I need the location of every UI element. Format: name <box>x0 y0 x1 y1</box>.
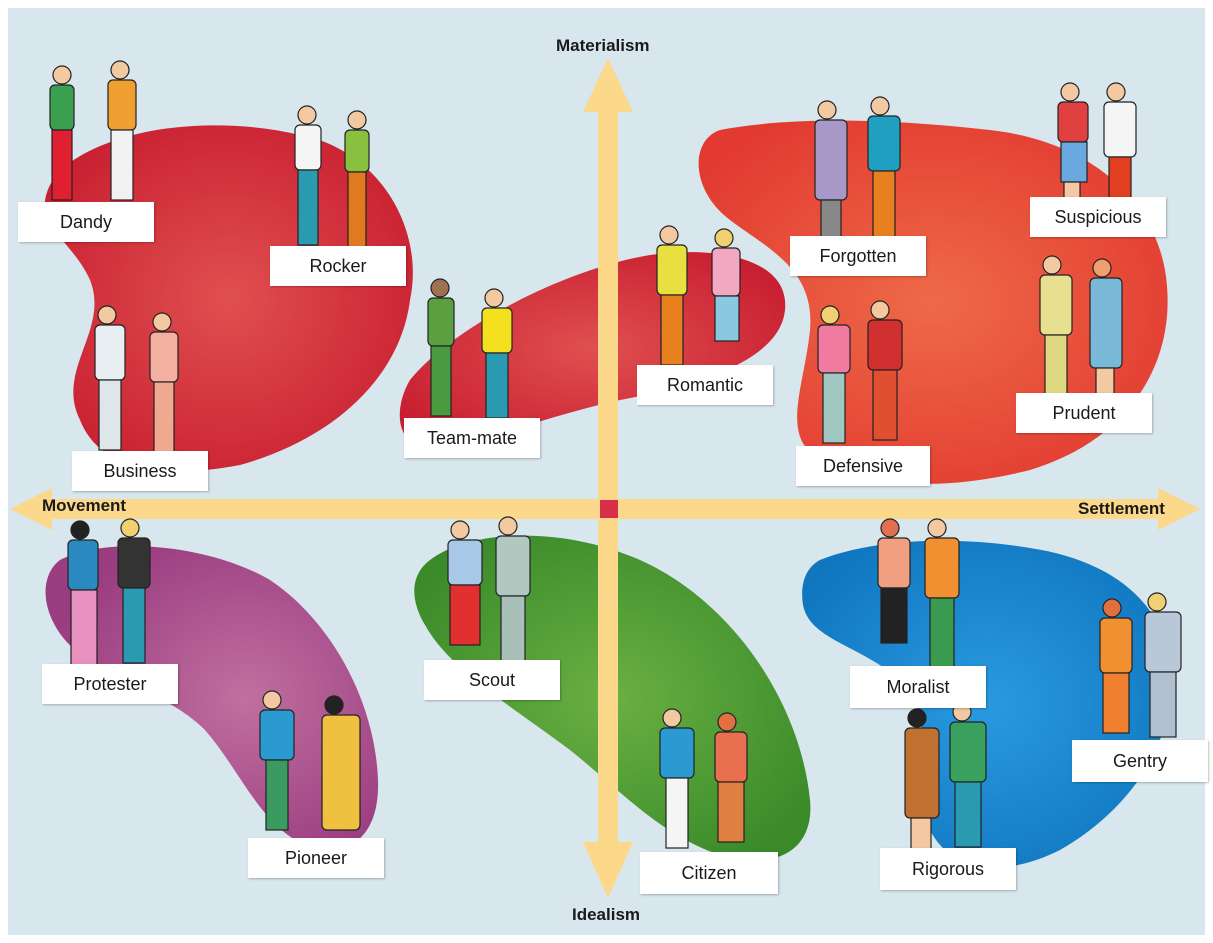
person-figure <box>659 708 695 849</box>
person-figure <box>1144 592 1182 738</box>
axis-label-right: Settlement <box>1078 499 1165 518</box>
left-arrowhead <box>10 488 52 530</box>
person-figure <box>817 305 851 444</box>
type-label: Dandy <box>18 202 154 242</box>
person-figure <box>877 518 911 644</box>
person-figure <box>427 278 455 417</box>
person-figure <box>714 712 748 843</box>
person-figure <box>1099 598 1133 734</box>
person-figure <box>49 65 75 201</box>
person-figure <box>94 305 126 451</box>
type-label: Rocker <box>270 246 406 286</box>
person-figure <box>814 100 848 241</box>
person-figure <box>344 110 370 248</box>
type-label: Moralist <box>850 666 986 708</box>
person-figure <box>294 105 322 246</box>
type-label: Prudent <box>1016 393 1152 433</box>
person-figure <box>711 228 741 342</box>
person-figure <box>949 702 987 848</box>
type-label: Citizen <box>640 852 778 894</box>
axis-label-bottom: Idealism <box>572 905 641 924</box>
figures <box>49 60 1182 854</box>
person-figure <box>1089 258 1123 399</box>
type-label: Forgotten <box>790 236 926 276</box>
type-label: Protester <box>42 664 178 704</box>
person-figure <box>107 60 137 201</box>
person-figure <box>904 708 940 854</box>
type-label: Gentry <box>1072 740 1208 782</box>
axis-label-left: Movement <box>42 496 127 515</box>
axis-label-top: Materialism <box>556 36 650 55</box>
type-label: Business <box>72 451 208 491</box>
person-figure <box>867 96 901 242</box>
vertical-axis-shaft <box>598 110 618 848</box>
right-arrowhead <box>1158 488 1200 530</box>
type-label: Rigorous <box>880 848 1016 890</box>
person-figure <box>1039 255 1073 396</box>
up-arrowhead <box>583 58 633 112</box>
person-figure <box>259 690 295 831</box>
type-label: Suspicious <box>1030 197 1166 237</box>
type-label: Scout <box>424 660 560 700</box>
person-figure <box>447 520 483 646</box>
person-figure <box>67 520 99 666</box>
person-figure <box>867 300 903 441</box>
person-figure <box>481 288 513 419</box>
person-figure <box>321 695 361 831</box>
down-arrowhead <box>583 842 633 898</box>
person-figure <box>149 312 179 453</box>
person-figure <box>117 518 151 664</box>
type-label: Romantic <box>637 365 773 405</box>
person-figure <box>656 225 688 366</box>
person-figure <box>924 518 960 669</box>
center-marker <box>600 500 618 518</box>
type-label: Pioneer <box>248 838 384 878</box>
type-label: Defensive <box>796 446 930 486</box>
person-figure <box>495 516 531 662</box>
type-label: Team-mate <box>404 418 540 458</box>
